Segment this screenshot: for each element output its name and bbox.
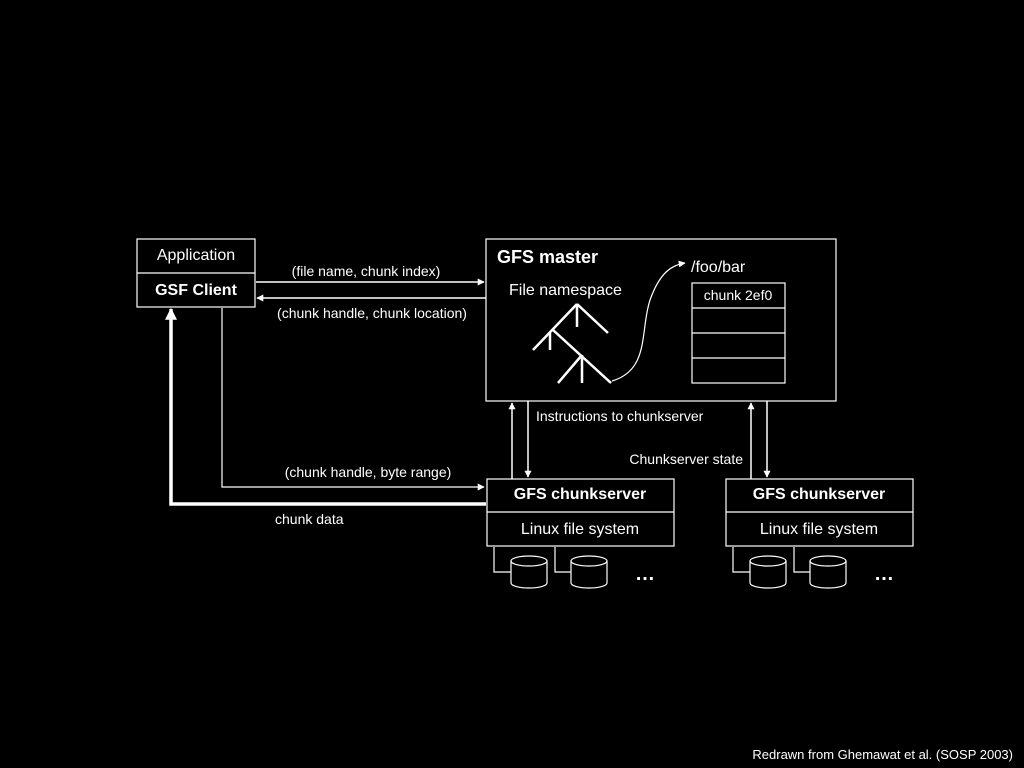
client-box: Application GSF Client bbox=[136, 238, 256, 308]
namespace-tree-icon bbox=[532, 303, 612, 384]
chunk-table: chunk 2ef0 bbox=[691, 282, 786, 384]
chunkserver-1: GFS chunkserver Linux file system … bbox=[486, 478, 675, 589]
filesystem-label: Linux file system bbox=[760, 521, 878, 538]
chunkserver-title: GFS chunkserver bbox=[514, 486, 647, 503]
data-reply-label: chunk data bbox=[275, 511, 344, 527]
filesystem-label: Linux file system bbox=[521, 521, 639, 538]
more-disks-ellipsis: … bbox=[635, 563, 655, 585]
file-path: /foo/bar bbox=[691, 259, 746, 276]
chunkserver-title: GFS chunkserver bbox=[753, 486, 886, 503]
request-label: (file name, chunk index) bbox=[292, 263, 441, 279]
client-label: GSF Client bbox=[155, 282, 237, 299]
credit-text: Redrawn from Ghemawat et al. (SOSP 2003) bbox=[752, 747, 1013, 762]
disk-icon bbox=[732, 547, 787, 589]
disk-icon bbox=[554, 547, 608, 589]
namespace-label: File namespace bbox=[509, 282, 622, 299]
application-label: Application bbox=[157, 247, 235, 264]
master-box: GFS master File namespace /foo/bar chunk… bbox=[485, 238, 837, 402]
chunk-entry: chunk 2ef0 bbox=[704, 287, 773, 303]
more-disks-ellipsis: … bbox=[874, 563, 894, 585]
master-box-frame bbox=[485, 238, 837, 402]
namespace-to-file-arrow bbox=[611, 260, 686, 382]
disk-icon bbox=[493, 547, 548, 589]
reply-label: (chunk handle, chunk location) bbox=[277, 305, 467, 321]
master-title: GFS master bbox=[497, 247, 598, 267]
data-reply-arrow bbox=[165, 307, 486, 506]
instructions-label: Instructions to chunkserver bbox=[536, 408, 704, 424]
disk-icon bbox=[793, 547, 847, 589]
data-request-label: (chunk handle, byte range) bbox=[285, 464, 452, 480]
state-label: Chunkserver state bbox=[629, 451, 743, 467]
chunkserver-2: GFS chunkserver Linux file system … bbox=[725, 478, 914, 589]
data-request-arrow bbox=[221, 308, 485, 491]
